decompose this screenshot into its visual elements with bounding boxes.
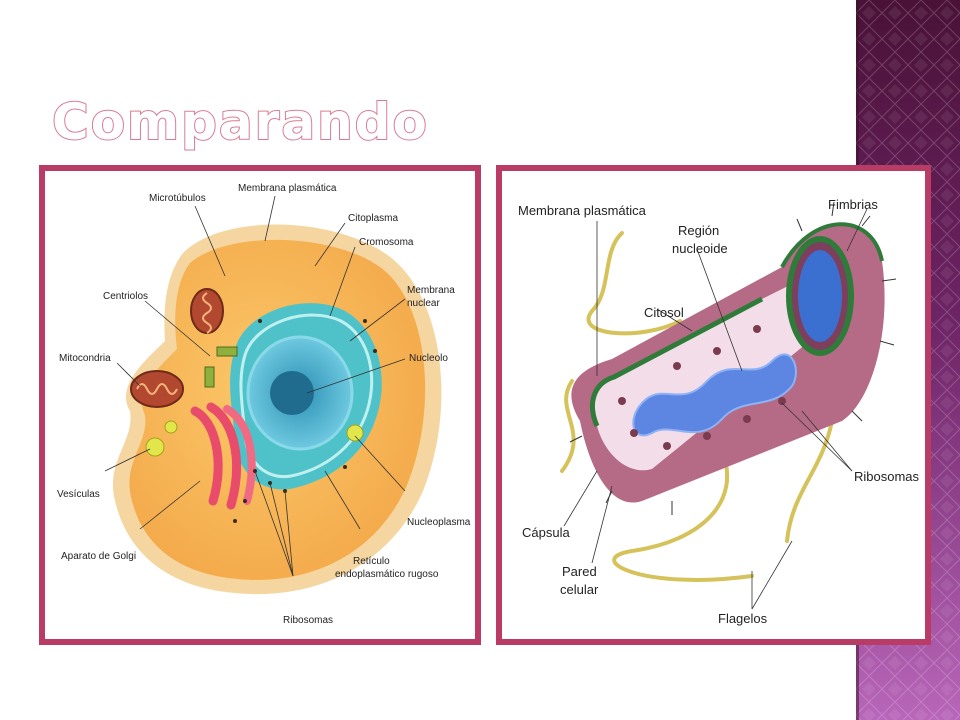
label-flagelos: Flagelos [718,611,768,626]
label-mitocondria: Mitocondria [59,353,111,364]
ribosome-dots [233,319,377,523]
label-ribosomas: Ribosomas [854,469,920,484]
label-membrana-plasmatica: Membrana plasmática [518,203,647,218]
flagella [560,231,834,582]
ribosomes [618,325,786,450]
label-aparato-golgi: Aparato de Golgi [61,551,136,562]
centrioles [204,346,238,388]
label-citosol: Citosol [644,305,684,320]
animal-cell-diagram: Microtúbulos Membrana plasmática Citopla… [57,183,471,626]
fimbriae [569,201,897,515]
nucleus [246,335,354,451]
label-vesiculas: Vesículas [57,489,100,500]
label-nucleolo: Nucleolo [409,353,448,364]
label-centriolos: Centriolos [103,291,148,302]
label-cromosoma: Cromosoma [359,237,414,248]
label-ribosomas: Ribosomas [283,615,333,626]
animal-cell-figure: Microtúbulos Membrana plasmática Citopla… [39,165,481,645]
label-citoplasma: Citoplasma [348,213,398,224]
label-microtubulos: Microtúbulos [149,193,206,204]
label-pared-1: Pared [562,564,597,579]
slide-title: Comparando [51,92,429,152]
label-fimbrias: Fimbrias [828,197,878,212]
leader-lines [563,208,868,610]
label-pared-2: celular [560,582,599,597]
label-membrana-nuclear-1: Membrana [407,285,455,296]
label-nucleoplasma: Nucleoplasma [407,517,471,528]
label-region-2: nucleoide [672,241,728,256]
mitochondria [130,288,224,408]
vesicles [145,420,364,457]
nucleoid-region [632,353,797,437]
label-membrana-plasmatica: Membrana plasmática [238,183,337,194]
label-capsula: Cápsula [522,525,570,540]
nucleolus [270,371,314,415]
bacterium-figure: Membrana plasmática Región nucleoide Fim… [496,165,931,645]
cell-body [571,222,885,503]
label-reticulo-2: endoplasmático rugoso [335,569,439,580]
bacterium-diagram: Membrana plasmática Región nucleoide Fim… [518,197,920,626]
label-reticulo-1: Retículo [353,556,390,567]
label-region-1: Región [678,223,719,238]
golgi-apparatus [190,402,256,510]
label-membrana-nuclear-2: nuclear [407,298,440,309]
leader-lines [104,195,406,577]
